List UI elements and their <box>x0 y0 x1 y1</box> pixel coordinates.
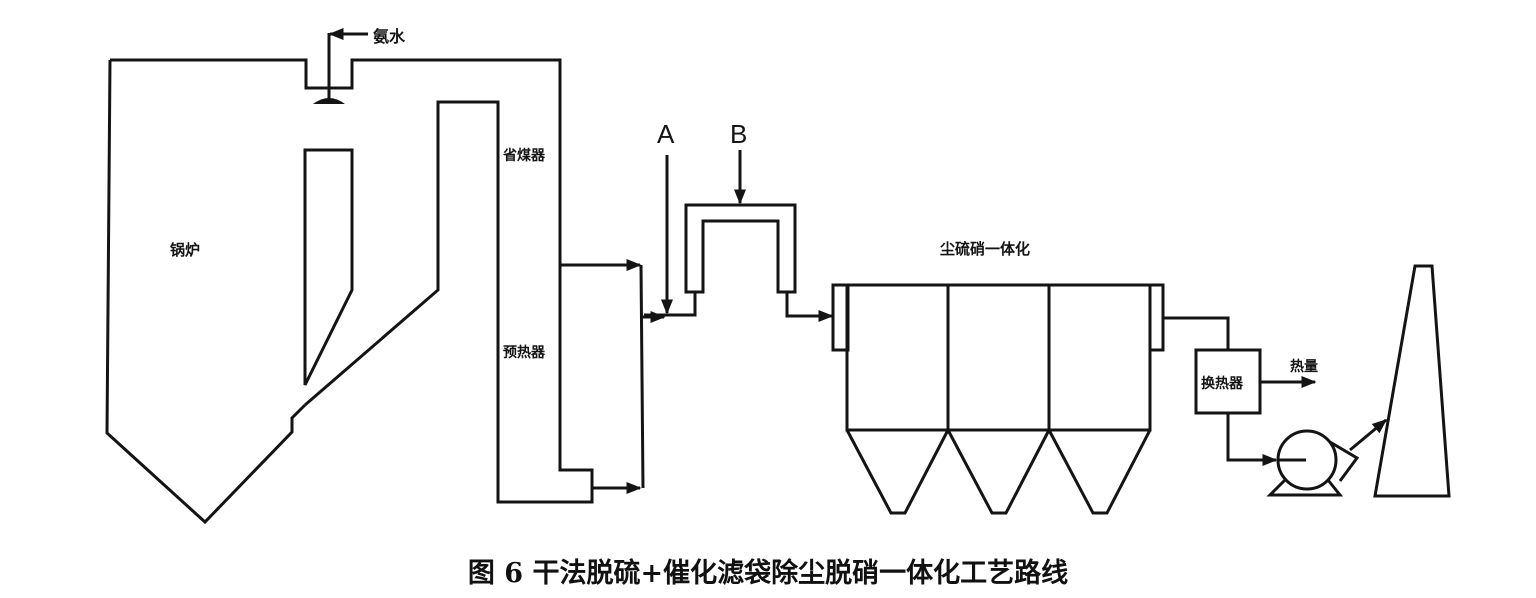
hopper-2 <box>946 429 1051 515</box>
filter-housing <box>833 283 1163 432</box>
fan-base-icon <box>1266 478 1344 497</box>
boiler-second-pass <box>304 100 594 504</box>
integrated-unit-label: 尘硫硝一体化 <box>940 240 1030 258</box>
ammonia-water-label: 氨水 <box>373 27 406 46</box>
hopper-1 <box>845 429 950 515</box>
heat-exchanger-label: 换热器 <box>1201 375 1244 392</box>
duct-segment <box>644 292 697 317</box>
injection-b-label: B <box>730 119 747 149</box>
boiler-body <box>105 59 307 525</box>
preheater-label: 预热器 <box>503 344 546 361</box>
fan-outlet <box>1329 440 1360 482</box>
boiler-baffle <box>303 148 354 386</box>
economizer-label: 省煤器 <box>502 147 546 164</box>
boiler-outline <box>110 58 562 265</box>
chimney-stack <box>1373 264 1451 498</box>
spray-nozzle-icon <box>313 98 345 104</box>
to-fan-arrow <box>1226 414 1278 466</box>
boiler-label: 锅炉 <box>170 241 200 259</box>
u-reactor-outer <box>684 203 797 294</box>
fan-to-stack-arrow <box>1349 418 1388 452</box>
heat-exchanger-box <box>1194 348 1262 415</box>
filter-outlet-plenum <box>1148 283 1165 352</box>
hopper-3 <box>1047 429 1152 515</box>
filter-outlet-arrow <box>1164 316 1230 350</box>
reactor-outlet-arrow <box>785 292 834 322</box>
figure-caption: 图 6 干法脱硫+催化滤袋除尘脱硝一体化工艺路线 <box>468 557 1068 589</box>
collector-duct <box>639 264 645 489</box>
heat-output-label: 热量 <box>1290 358 1318 375</box>
injection-a-label: A <box>657 119 675 149</box>
